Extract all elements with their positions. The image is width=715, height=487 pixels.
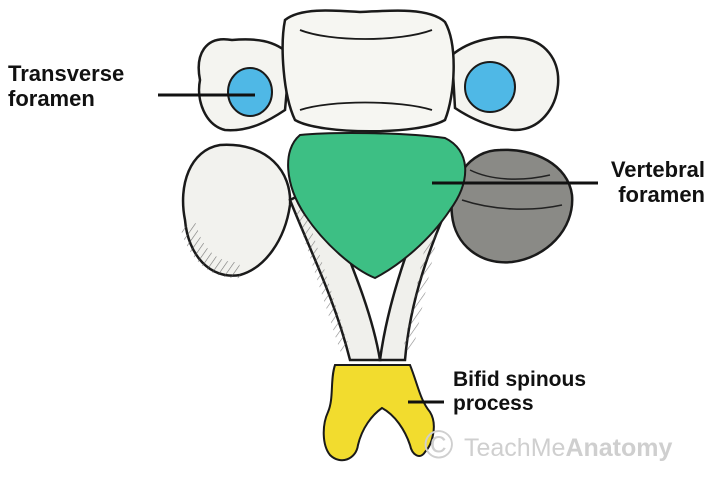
left-transverse-foramen (228, 68, 272, 116)
watermark-text-light: TeachMe (464, 434, 565, 462)
vertebral-body (283, 10, 454, 131)
vertebral-foramen-label: Vertebral foramen (611, 158, 705, 207)
bifid-spinous-process (324, 365, 434, 460)
right-transverse-foramen (465, 62, 515, 112)
bifid-spinous-process-label: Bifid spinous process (453, 368, 586, 415)
copyright-symbol: © (424, 426, 453, 466)
transverse-foramen-label: Transverse foramen (8, 62, 124, 111)
watermark: © TeachMeAnatomy (424, 426, 714, 466)
svg-text:TeachMeAnatomy: TeachMeAnatomy (464, 434, 673, 462)
watermark-text-bold: Anatomy (565, 434, 672, 462)
